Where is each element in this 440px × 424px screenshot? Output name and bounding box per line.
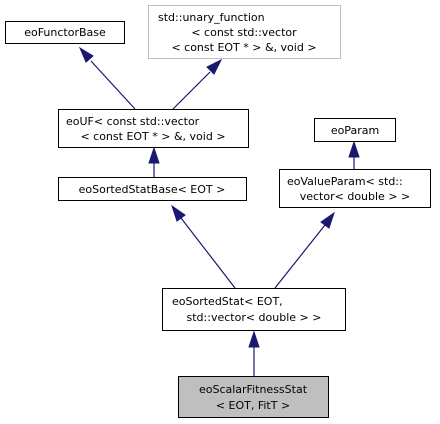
edge-valueparam-to-eoparam [348, 140, 360, 169]
node-label-line-1: eoScalarFitnessStat [199, 383, 308, 396]
node-eosortedstatbase[interactable]: eoSortedStatBase< EOT > [58, 177, 247, 201]
node-label-line-3: < const EOT * > &, void > [171, 41, 316, 54]
node-label: eoSortedStatBase< EOT > [79, 183, 226, 196]
node-label: eoFunctorBase [24, 26, 106, 39]
node-label-line-1: std::unary_function [158, 11, 265, 24]
node-eoparam[interactable]: eoParam [314, 118, 396, 142]
edge-euf-to-unary-function [172, 58, 223, 110]
node-label-line-2: vector< double > > [300, 190, 411, 203]
node-eofunctorbase[interactable]: eoFunctorBase [5, 21, 125, 44]
edge-scalarfitnessstat-to-sortedstat [248, 330, 260, 376]
node-label: eoParam [331, 124, 379, 137]
node-label-line-2: < EOT, FitT > [216, 399, 290, 412]
node-eosortedstat[interactable]: eoSortedStat< EOT, std::vector< double >… [162, 288, 346, 331]
node-label-line-1: eoValueParam< std:: [287, 175, 403, 188]
node-eovalueparam[interactable]: eoValueParam< std:: vector< double > > [279, 169, 431, 208]
edge-sortedstat-to-sortedstatbase [171, 204, 236, 289]
node-eoscalarfitnessstat[interactable]: eoScalarFitnessStat < EOT, FitT > [178, 376, 329, 418]
node-label-line-2: < const EOT * > &, void > [80, 130, 225, 143]
node-eouf[interactable]: eoUF< const std::vector < const EOT * > … [58, 109, 249, 148]
edge-sortedstatbase-to-euf [148, 146, 160, 177]
edge-sortedstat-to-valueparam [274, 211, 335, 289]
node-label-line-2: < const std::vector [191, 26, 297, 39]
edge-euf-to-eofunctorbase [78, 46, 136, 110]
node-unary-function[interactable]: std::unary_function < const std::vector … [148, 5, 341, 59]
node-label-line-1: eoSortedStat< EOT, [172, 295, 283, 308]
node-label-line-1: eoUF< const std::vector [66, 115, 200, 128]
node-label-line-2: std::vector< double > > [187, 311, 322, 324]
